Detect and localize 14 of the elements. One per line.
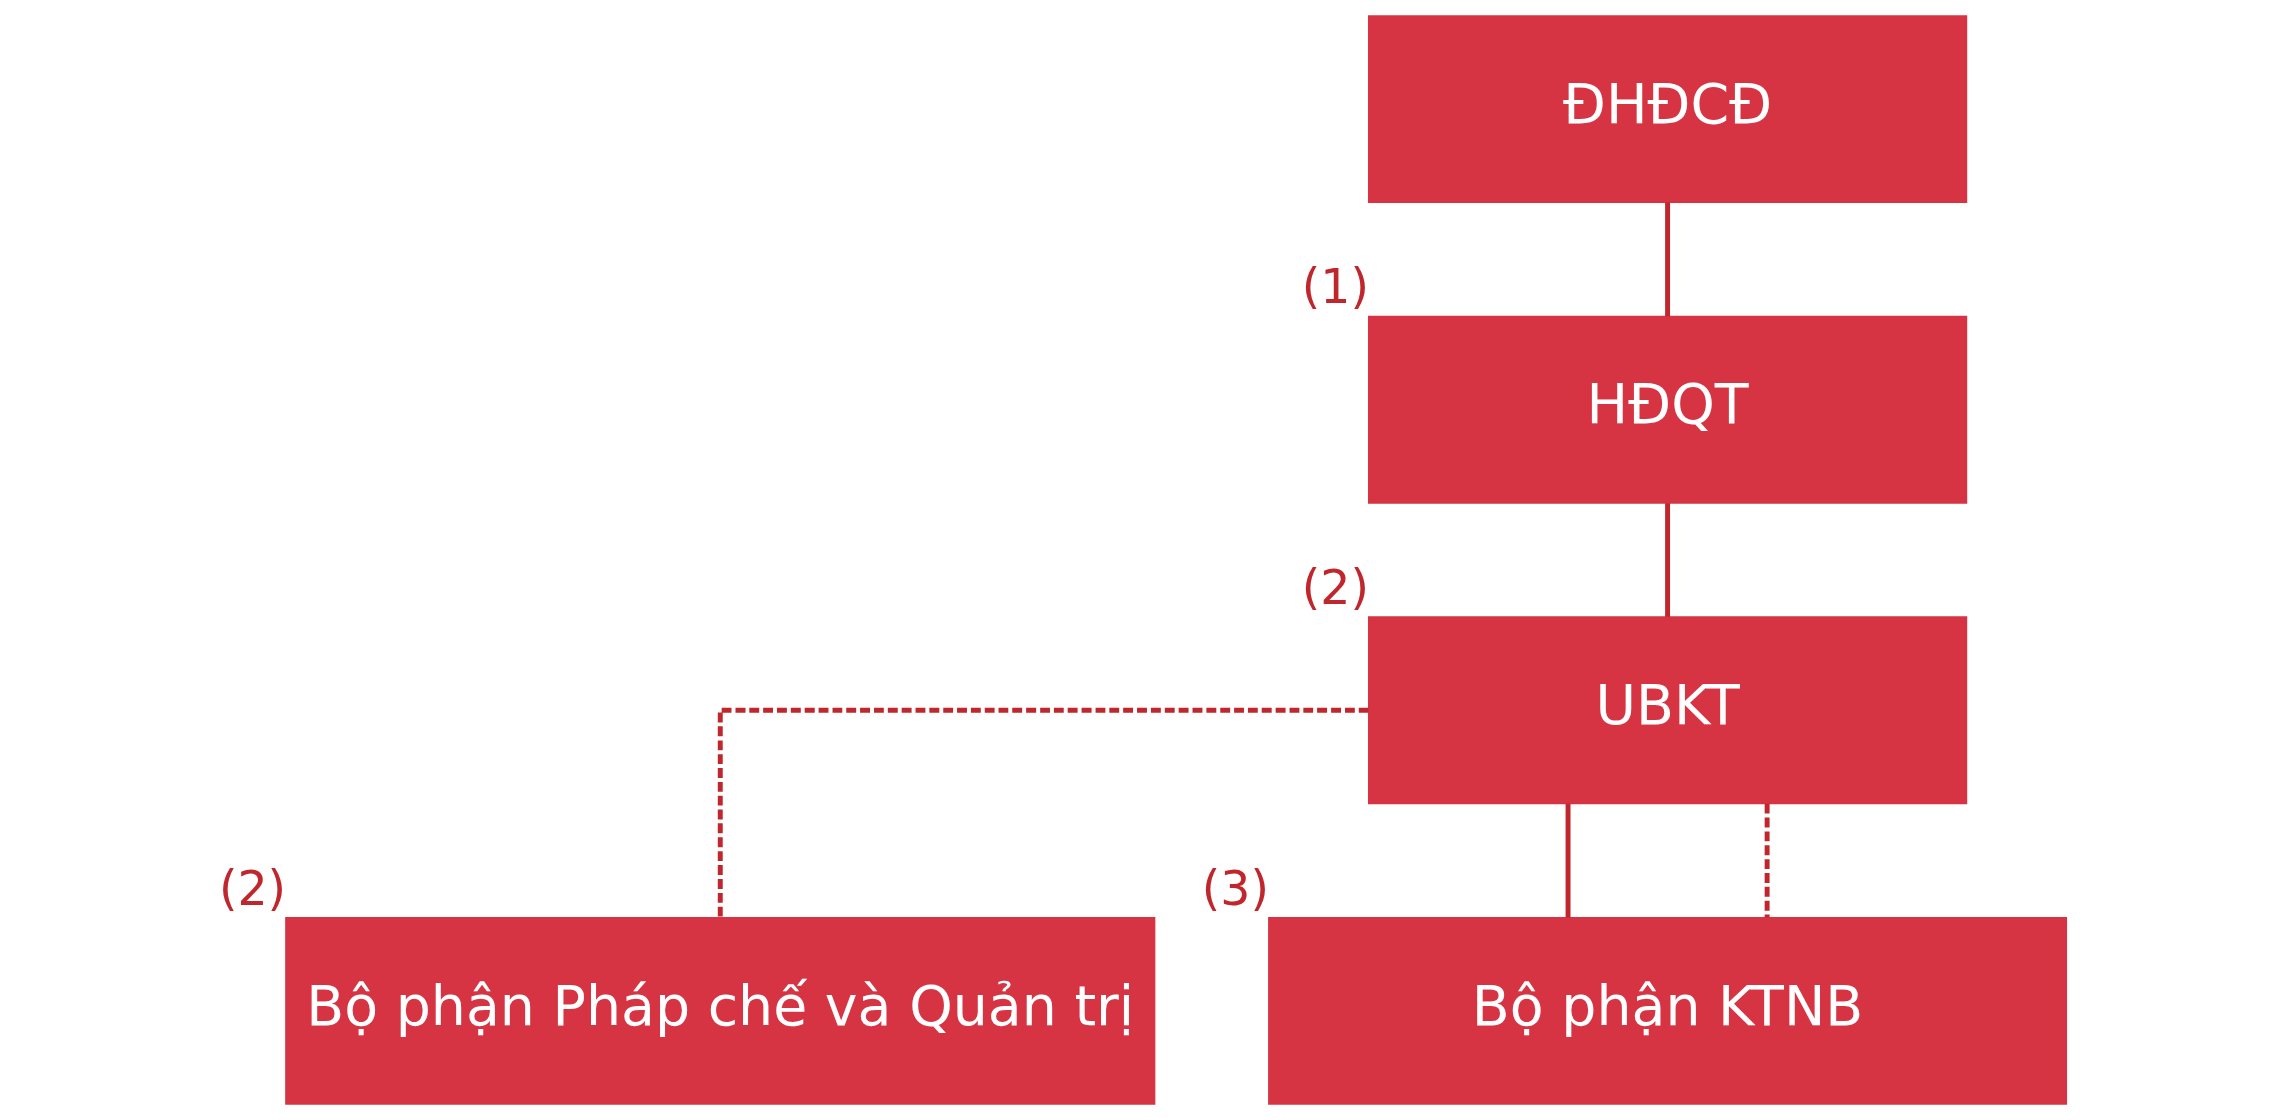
node-box: HĐQT (1367, 315, 1967, 504)
node-label: (3) (1201, 860, 1269, 916)
connector (1764, 803, 1770, 918)
node-label: (2) (1301, 559, 1369, 615)
node-label: (1) (1301, 259, 1369, 315)
connector (717, 707, 1368, 918)
node-box: ĐHĐCĐ (1367, 15, 1967, 204)
connector (1664, 503, 1670, 617)
node-box: UBKT (1367, 616, 1967, 805)
connector (1565, 803, 1570, 918)
connector (1664, 202, 1670, 317)
node-box: Bộ phận KTNB (1267, 916, 2067, 1105)
node-label: (2) (218, 860, 286, 916)
node-box: Bộ phận Pháp chế và Quản trị (284, 916, 1155, 1105)
